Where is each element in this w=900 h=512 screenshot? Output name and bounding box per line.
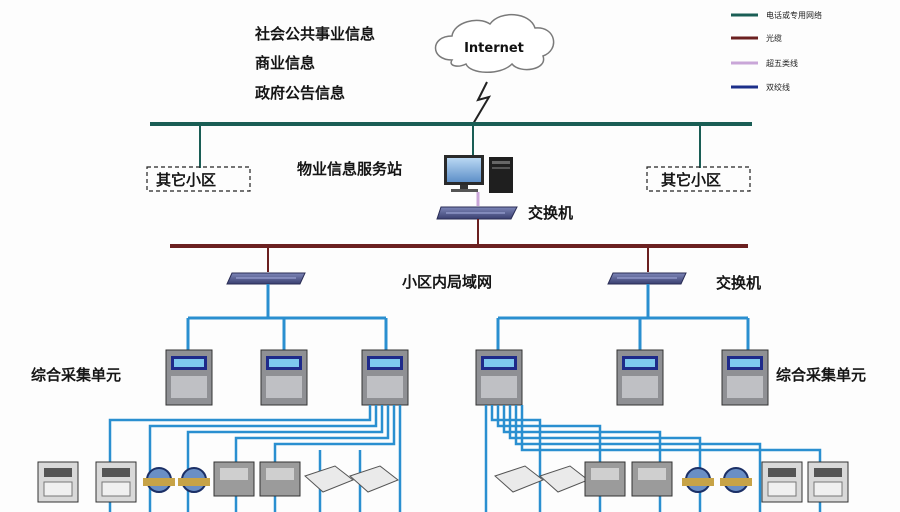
- info-line-government: 政府公告信息: [255, 84, 346, 102]
- switch-top-icon: [436, 206, 518, 220]
- info-line-public: 社会公共事业信息: [255, 25, 376, 43]
- right-distribution-lines: [496, 284, 750, 350]
- other-district-left-box: [146, 166, 251, 192]
- computer-icon: [444, 155, 513, 193]
- other-district-left: 其它小区: [156, 171, 217, 189]
- legend-swatches: [731, 13, 758, 89]
- right-meter-icons: [494, 461, 849, 503]
- legend-label-twisted: 双绞线: [766, 83, 790, 92]
- legend-label-phone: 电话或专用网络: [766, 11, 822, 20]
- switch-left-icon: [226, 272, 306, 285]
- switch-right-label: 交换机: [716, 274, 762, 292]
- other-district-right-box: [646, 166, 751, 192]
- cloud-label: Internet: [464, 41, 524, 56]
- station-label: 物业信息服务站: [297, 160, 403, 178]
- left-distribution-lines: [186, 284, 388, 350]
- acquisition-unit-icons: [165, 349, 769, 406]
- left-meter-wiring: [108, 405, 402, 512]
- legend-label-fiber: 光缆: [766, 34, 782, 43]
- left-meter-icons: [37, 461, 399, 503]
- switch-top-label: 交换机: [528, 204, 574, 222]
- unit-label-left: 综合采集单元: [31, 366, 122, 384]
- info-line-business: 商业信息: [255, 54, 316, 72]
- lan-label: 小区内局域网: [402, 273, 493, 291]
- wireless-link: [472, 81, 492, 125]
- legend-label-cat5: 超五类线: [766, 59, 798, 68]
- switch-right-icon: [607, 272, 687, 285]
- unit-label-right: 综合采集单元: [776, 366, 867, 384]
- internet-cloud-icon: Internet: [434, 13, 555, 73]
- other-district-right: 其它小区: [661, 171, 722, 189]
